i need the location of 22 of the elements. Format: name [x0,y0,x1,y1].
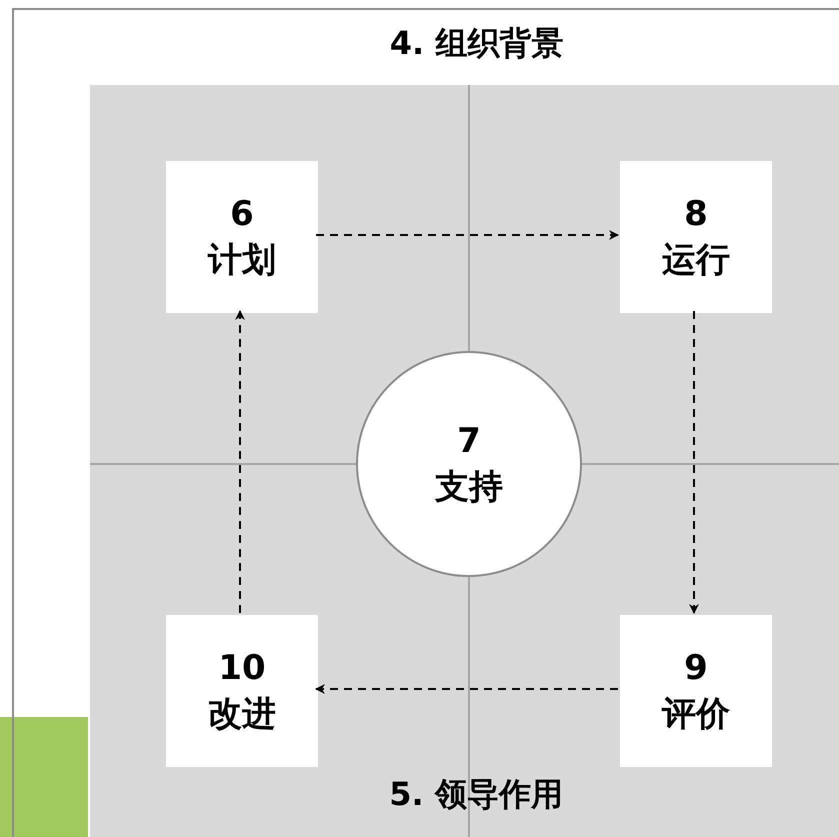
arrow [316,230,619,240]
process-box [620,161,772,313]
clause-number: 10 [218,647,266,690]
clause-number: 6 [230,193,254,236]
process-box [166,615,318,767]
clause-title: 改进 [208,693,276,736]
area-heading: 5. 领导作用 [388,774,564,815]
clause-title: 运行 [662,239,730,282]
clause-title: 评价 [662,693,730,736]
arrow [689,311,699,614]
clause-number: 7 [457,420,481,463]
arrow [315,684,618,694]
arrow [235,310,245,613]
process-box [620,615,772,767]
clause-title: 支持 [435,466,503,509]
outer-frame [12,8,839,837]
clause-number: 8 [684,193,708,236]
central-area [90,85,839,837]
frame-heading: 4. 组织背景 [388,23,564,64]
clause-number: 9 [684,647,708,690]
clause-title: 计划 [208,239,276,282]
process-box [166,161,318,313]
